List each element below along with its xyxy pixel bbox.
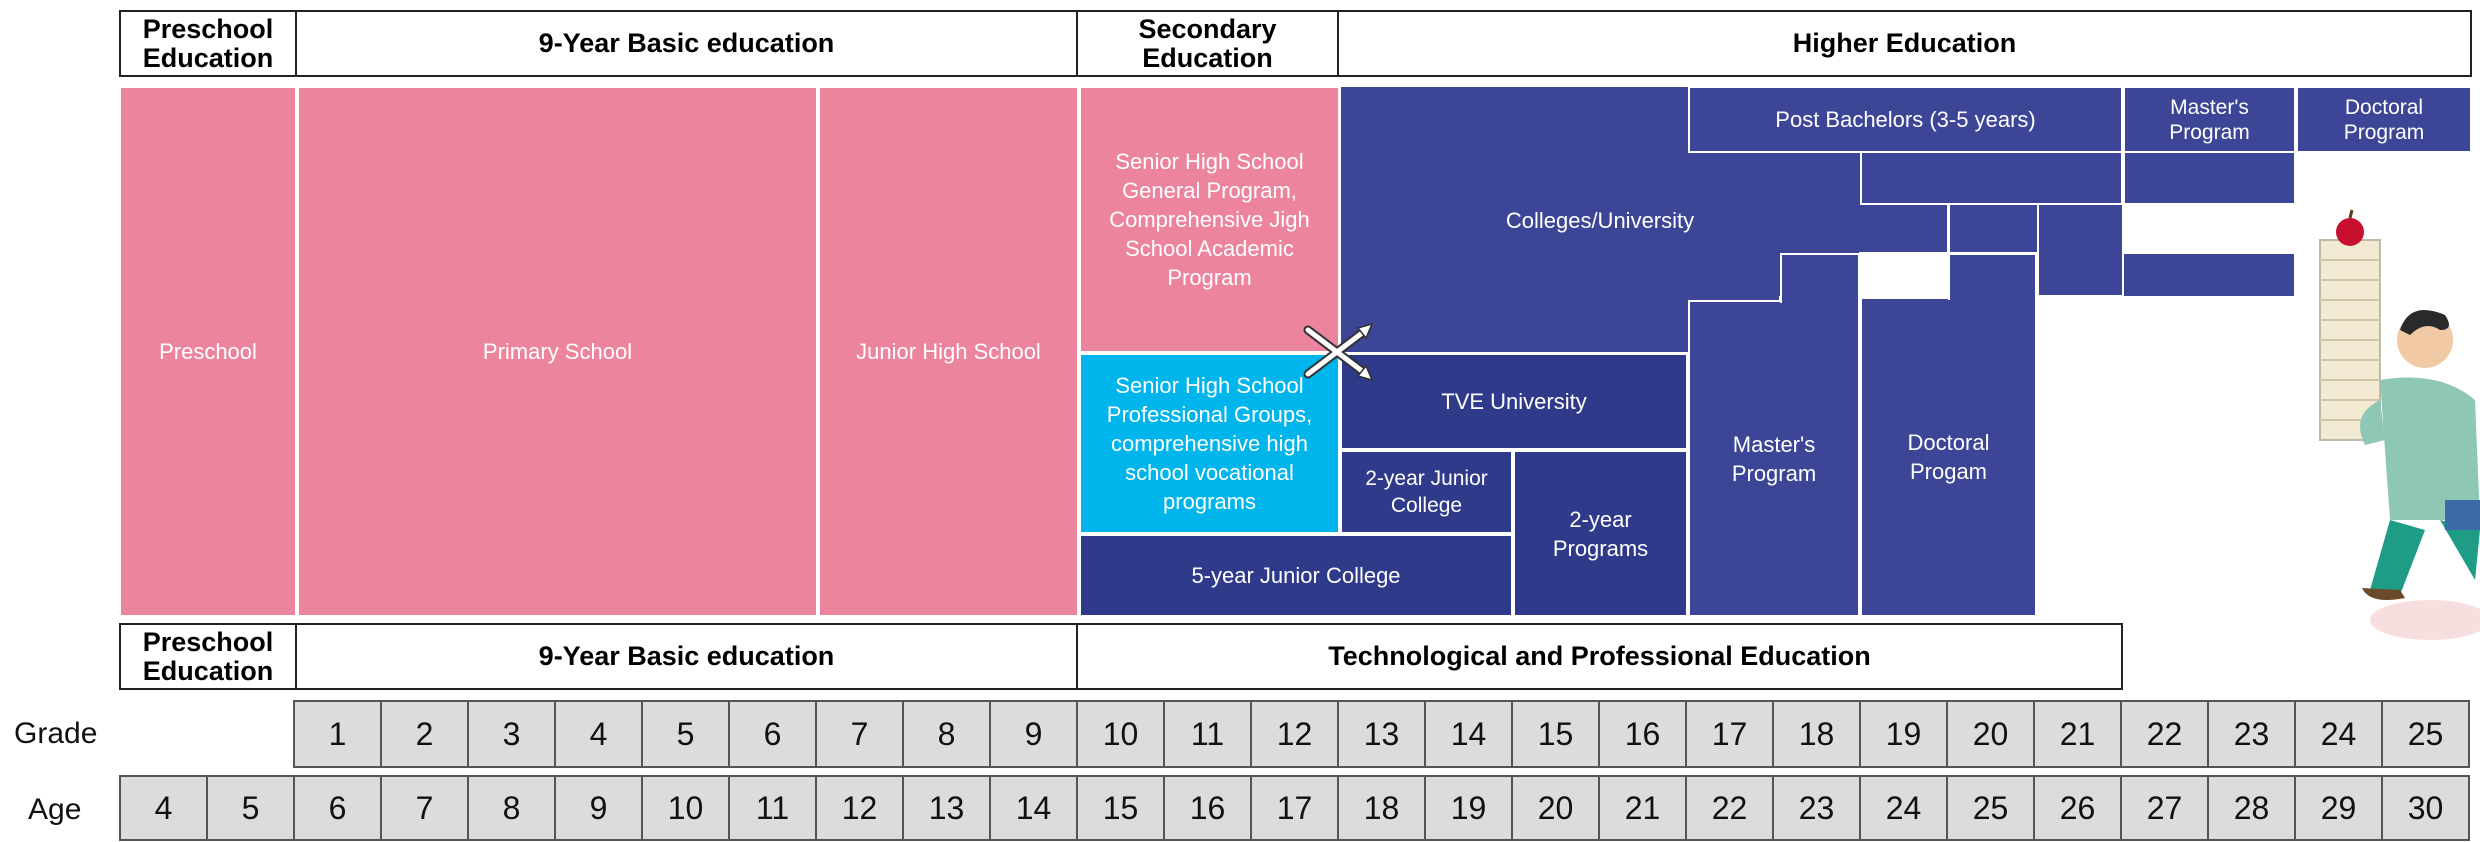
block-doctoral-program-top: Doctoral Program <box>2296 86 2472 153</box>
grade-cell: 22 <box>2120 700 2209 768</box>
grade-cell: 7 <box>815 700 904 768</box>
age-cell: 5 <box>206 775 295 841</box>
age-cell: 9 <box>554 775 643 841</box>
age-cell: 8 <box>467 775 556 841</box>
header-secondary-education: Secondary Education <box>1076 10 1339 77</box>
age-cell: 29 <box>2294 775 2383 841</box>
grade-cell: 18 <box>1772 700 1861 768</box>
header-basic-education: 9-Year Basic education <box>295 10 1078 77</box>
block-senior-high-professional: Senior High School Professional Groups, … <box>1079 353 1340 534</box>
block-masters-program-top: Master's Program <box>2123 86 2296 153</box>
age-cell: 26 <box>2033 775 2122 841</box>
grade-cell: 13 <box>1337 700 1426 768</box>
age-cell: 23 <box>1772 775 1861 841</box>
step-8 <box>1948 253 2037 300</box>
step-2 <box>2123 153 2296 205</box>
grade-cell: 11 <box>1163 700 1252 768</box>
age-cell: 16 <box>1163 775 1252 841</box>
block-colleges-university: Colleges/University <box>1505 207 1695 233</box>
grade-cell: 3 <box>467 700 556 768</box>
bottom-header-basic: 9-Year Basic education <box>295 623 1078 690</box>
age-cell: 13 <box>902 775 991 841</box>
age-cell: 11 <box>728 775 817 841</box>
block-preschool: Preschool <box>119 86 297 617</box>
age-cell: 19 <box>1424 775 1513 841</box>
header-higher-education: Higher Education <box>1337 10 2472 77</box>
crossing-arrows-icon <box>1303 322 1374 382</box>
age-cell: 21 <box>1598 775 1687 841</box>
grade-cell: 10 <box>1076 700 1165 768</box>
age-cell: 27 <box>2120 775 2209 841</box>
age-cell: 7 <box>380 775 469 841</box>
grade-row-label: Grade <box>14 717 98 750</box>
grade-cell: 15 <box>1511 700 1600 768</box>
grade-cell: 17 <box>1685 700 1774 768</box>
age-cell: 6 <box>293 775 382 841</box>
age-cell: 10 <box>641 775 730 841</box>
age-cell: 30 <box>2381 775 2470 841</box>
grade-cell: 20 <box>1946 700 2035 768</box>
bottom-header-preschool: Preschool Education <box>119 623 297 690</box>
age-row-label: Age <box>28 793 82 826</box>
grade-cell: 25 <box>2381 700 2470 768</box>
grade-cell: 2 <box>380 700 469 768</box>
age-cell: 25 <box>1946 775 2035 841</box>
block-5year-junior-college: 5-year Junior College <box>1079 534 1513 617</box>
block-2year-junior-college: 2-year Junior College <box>1340 450 1513 534</box>
grade-cell: 14 <box>1424 700 1513 768</box>
block-junior-high-school: Junior High School <box>818 86 1079 617</box>
student-carrying-books-illustration <box>2319 209 2480 640</box>
grade-cell: 9 <box>989 700 1078 768</box>
block-post-bachelors: Post Bachelors (3-5 years) <box>1688 86 2123 153</box>
header-preschool-education: Preschool Education <box>119 10 297 77</box>
block-senior-high-general: Senior High School General Program, Comp… <box>1079 86 1340 353</box>
age-cell: 12 <box>815 775 904 841</box>
grade-cell: 1 <box>293 700 382 768</box>
grade-cell: 12 <box>1250 700 1339 768</box>
grade-cell: 19 <box>1859 700 1948 768</box>
grade-cell: 23 <box>2207 700 2296 768</box>
grade-cell: 4 <box>554 700 643 768</box>
block-tve-university: TVE University <box>1340 353 1688 450</box>
block-masters-program: Master's Program <box>1688 300 1860 617</box>
grade-cell: 5 <box>641 700 730 768</box>
grade-cell: 16 <box>1598 700 1687 768</box>
grade-cell: 21 <box>2033 700 2122 768</box>
grade-cell: 24 <box>2294 700 2383 768</box>
block-primary-school: Primary School <box>297 86 818 617</box>
age-cell: 20 <box>1511 775 1600 841</box>
grade-cell: 8 <box>902 700 991 768</box>
age-cell: 24 <box>1859 775 1948 841</box>
age-cell: 15 <box>1076 775 1165 841</box>
step-7 <box>1780 253 1860 303</box>
age-cell: 14 <box>989 775 1078 841</box>
age-cell: 22 <box>1685 775 1774 841</box>
step-1 <box>1860 153 2123 205</box>
age-cell: 17 <box>1250 775 1339 841</box>
age-cell: 18 <box>1337 775 1426 841</box>
age-cell: 4 <box>119 775 208 841</box>
block-doctoral-program: Doctoral Progam <box>1860 297 2037 617</box>
bottom-header-technological: Technological and Professional Education <box>1076 623 2123 690</box>
step-5 <box>2037 205 2124 297</box>
grade-cell: 6 <box>728 700 817 768</box>
age-cell: 28 <box>2207 775 2296 841</box>
block-2year-programs: 2-year Programs <box>1513 450 1688 617</box>
